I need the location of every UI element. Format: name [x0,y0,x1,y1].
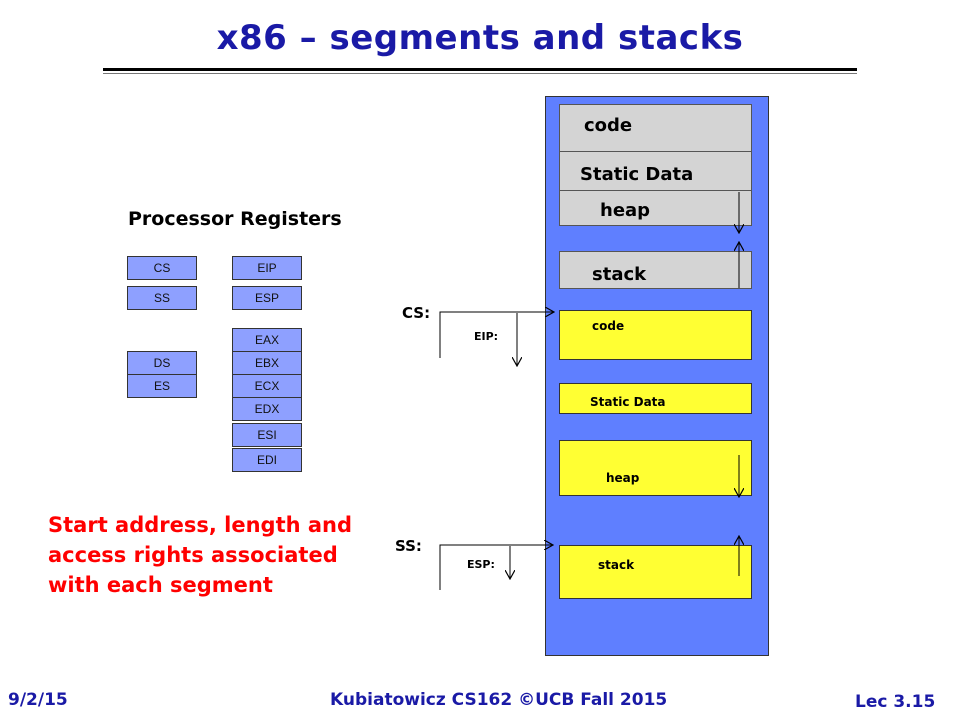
segment-code-label: code [592,319,625,333]
segment-code-block: code [559,310,752,360]
segment-heap-block: heap [559,440,752,496]
segment-heap-label: heap [606,471,640,485]
memory-code-label: code [584,115,633,136]
register-ecx: ECX [232,374,302,398]
register-ebx: EBX [232,351,302,375]
memory-static-data-label: Static Data [580,164,694,185]
register-esp: ESP [232,286,302,310]
title-divider [103,68,857,71]
ss-pointer-label: SS: [395,537,422,555]
segment-stack-label: stack [598,558,635,572]
memory-heap-label: heap [600,200,651,221]
footer-lecture: Lec 3.15 [855,692,936,712]
register-ss: SS [127,286,197,310]
ss-arrow [439,545,552,590]
footer-date: 9/2/15 [8,690,68,710]
register-ds: DS [127,351,197,375]
cs-pointer-label: CS: [402,304,431,322]
register-esi: ESI [232,423,302,447]
registers-heading: Processor Registers [128,208,342,230]
register-es: ES [127,374,197,398]
title-divider-thin [103,73,857,74]
segment-note: Start address, length and access rights … [48,513,353,597]
memory-stack-block: stack [559,251,752,289]
register-cs: CS [127,256,197,280]
register-eip: EIP [232,256,302,280]
esp-pointer-label: ESP: [467,558,495,571]
segment-static-data-block: Static Data [559,383,752,414]
slide-title: x86 – segments and stacks [216,18,744,58]
memory-static-data-block: Static Data [559,151,752,191]
segment-stack-block: stack [559,545,752,599]
memory-code-block: code [559,104,752,152]
segment-static-data-label: Static Data [590,395,666,409]
memory-heap-block: heap [559,190,752,226]
eip-pointer-label: EIP: [474,330,499,343]
register-edi: EDI [232,448,302,472]
footer-course: Kubiatowicz CS162 ©UCB Fall 2015 [330,690,668,710]
register-eax: EAX [232,328,302,352]
register-edx: EDX [232,397,302,421]
memory-stack-label: stack [592,264,647,285]
